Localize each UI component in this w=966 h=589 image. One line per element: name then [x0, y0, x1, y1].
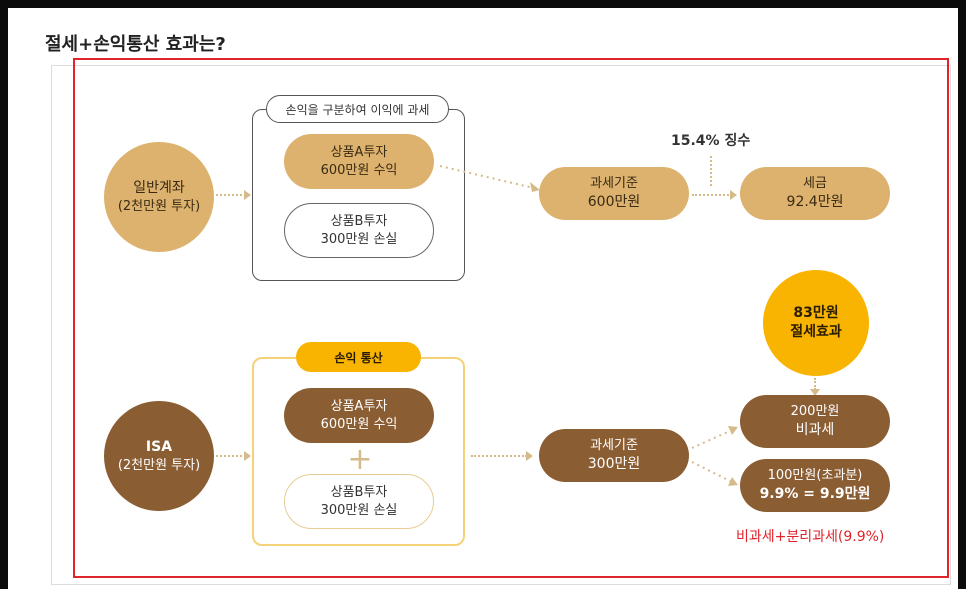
isa-product-a: 상품A투자 600만원 수익 — [284, 388, 434, 443]
isa-tax-base: 과세기준 300만원 — [539, 429, 689, 482]
savings-connector — [814, 378, 816, 390]
highlight-frame — [73, 58, 949, 578]
general-tax: 세금 92.4만원 — [740, 167, 890, 220]
general-account-circle: 일반계좌 (2천만원 투자) — [104, 142, 214, 252]
isa-exempt-amount: 200만원 — [790, 404, 840, 419]
general-box-tag: 손익을 구분하여 이익에 과세 — [266, 95, 449, 123]
savings-circle: 83만원 절세효과 — [763, 270, 869, 376]
isa-tax-base-amount: 300만원 — [587, 456, 641, 472]
isa-tax-base-label: 과세기준 — [590, 438, 638, 453]
isa-account-label: ISA — [145, 438, 173, 455]
isa-footnote: 비과세+분리과세(9.9%) — [736, 529, 885, 545]
isa-box-tag: 손익 통산 — [296, 342, 421, 372]
isa-account-amount: (2천만원 투자) — [117, 457, 201, 473]
isa-excess-amount: 100만원(초과분) — [767, 468, 863, 483]
general-tax-base: 과세기준 600만원 — [539, 167, 689, 220]
connector-dots — [216, 455, 246, 457]
connector-dots — [692, 194, 732, 196]
arrow-down-icon — [810, 389, 820, 396]
isa-product-b: 상품B투자 300만원 손실 — [284, 474, 434, 529]
connector-diagonal-arrow — [439, 165, 540, 192]
plus-icon: + — [347, 442, 373, 477]
levy-connector — [710, 156, 712, 186]
general-product-b-result: 300만원 손실 — [320, 231, 398, 247]
page-canvas: 절세+손익통산 효과는? 일반계좌 (2천만원 투자) 손익을 구분하여 이익에… — [8, 8, 958, 589]
savings-amount: 83만원 — [793, 305, 839, 321]
isa-exempt: 200만원 비과세 — [740, 395, 890, 448]
isa-exempt-label: 비과세 — [795, 422, 835, 438]
general-product-b-name: 상품B투자 — [330, 213, 388, 229]
connector-dots — [216, 194, 246, 196]
general-tax-amount: 92.4만원 — [786, 194, 844, 210]
general-tax-base-amount: 600만원 — [587, 194, 641, 210]
isa-product-b-name: 상품B투자 — [330, 484, 388, 500]
isa-product-b-result: 300만원 손실 — [320, 502, 398, 518]
isa-excess-tax: 100만원(초과분) 9.9% = 9.9만원 — [740, 459, 890, 512]
arrow-right-icon — [730, 190, 737, 200]
general-tax-label: 세금 — [803, 176, 827, 191]
levy-rate-label: 15.4% 징수 — [671, 133, 751, 149]
connector-split-arrows — [691, 426, 738, 486]
general-product-a-result: 600만원 수익 — [320, 162, 398, 178]
general-tax-base-label: 과세기준 — [590, 176, 638, 191]
connector-dots — [471, 455, 527, 457]
general-product-b: 상품B투자 300만원 손실 — [284, 203, 434, 258]
page-title: 절세+손익통산 효과는? — [45, 34, 226, 55]
isa-excess-calc: 9.9% = 9.9만원 — [759, 486, 871, 502]
savings-label: 절세효과 — [790, 324, 842, 340]
general-account-amount: (2천만원 투자) — [117, 198, 201, 214]
arrow-right-icon — [526, 451, 533, 461]
isa-product-a-name: 상품A투자 — [330, 398, 388, 414]
isa-account-circle: ISA (2천만원 투자) — [104, 401, 214, 511]
arrow-right-icon — [244, 190, 251, 200]
arrow-right-icon — [244, 451, 251, 461]
general-account-label: 일반계좌 — [133, 179, 185, 196]
general-product-a-name: 상품A투자 — [330, 144, 388, 160]
general-product-a: 상품A투자 600만원 수익 — [284, 134, 434, 189]
isa-product-a-result: 600만원 수익 — [320, 416, 398, 432]
